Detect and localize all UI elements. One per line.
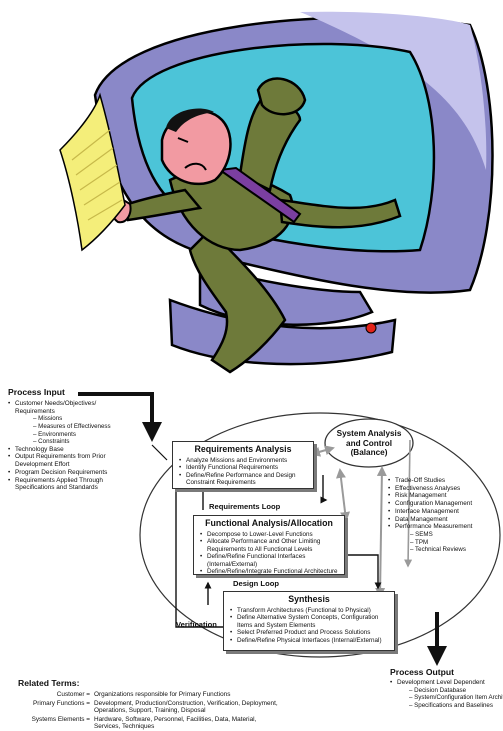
- process-input-list: Customer Needs/Objectives/ Requirements …: [8, 400, 148, 492]
- system-analysis-item: Risk Management: [388, 492, 472, 500]
- process-input-item: Requirements Applied Through Specificati…: [8, 477, 117, 492]
- functional-analysis-title: Functional Analysis/Allocation: [205, 518, 333, 528]
- process-output-subitem: – System/Configuration Item Architecture: [409, 694, 503, 702]
- process-output-subitem: – Decision Database: [409, 686, 467, 694]
- input-feed-arrow: [151, 444, 168, 461]
- paper-sheet: [59, 92, 126, 252]
- person-leg: [188, 228, 287, 374]
- req-loop-arrow-down: [320, 475, 328, 504]
- person-tie: [217, 166, 302, 224]
- process-input-subitem: – Environments: [33, 430, 76, 438]
- functional-analysis-item: Allocate Performance and Other Limiting …: [200, 538, 344, 553]
- input-arrow: [78, 392, 162, 442]
- process-input-subitem: – Measures of Effectiveness: [33, 423, 111, 430]
- functional-analysis-item: Define/Refine Functional Interfaces (Int…: [200, 553, 344, 568]
- system-analysis-item: Trade-Off Studies: [388, 477, 472, 485]
- process-output-subitem: – Specifications and Baselines: [409, 701, 493, 709]
- related-term: Customer =: [56, 691, 90, 698]
- monitor-highlight: [300, 11, 487, 171]
- requirements-analysis-item: Identify Functional Requirements: [179, 464, 313, 472]
- process-output-item: Development Level Dependent – Decision D…: [390, 679, 503, 709]
- person-hair: [166, 108, 214, 132]
- balance-arrow-req: [310, 445, 335, 457]
- related-term: Systems Elements =: [31, 715, 90, 723]
- synthesis-item: Transform Architectures (Functional to P…: [230, 607, 394, 615]
- person-fist: [256, 77, 307, 116]
- related-term-definition: Hardware, Software, Personnel, Facilitie…: [94, 715, 257, 731]
- monitor-person-illustration: [59, 11, 494, 374]
- person-eye: [177, 137, 189, 143]
- process-input-item: Output Requirements from Prior Developme…: [8, 453, 115, 468]
- process-input-section: Process Input Customer Needs/Objectives/…: [8, 387, 148, 492]
- person-mouth: [184, 162, 207, 171]
- system-analysis-subitem: – SEMS: [410, 530, 433, 538]
- system-analysis-ellipse: [324, 418, 414, 468]
- process-output-title: Process Output: [390, 667, 454, 677]
- system-analysis-item: Configuration Management: [388, 500, 472, 508]
- process-input-item: Technology Base: [8, 446, 148, 454]
- balance-arrow-synth: [375, 466, 387, 598]
- synthesis-item: Select Preferred Product and Process Sol…: [230, 629, 394, 637]
- requirements-analysis-title: Requirements Analysis: [194, 444, 292, 454]
- system-analysis-title: System Analysis and Control (Balance): [336, 429, 402, 457]
- synthesis-item: Define/Refine Physical Interfaces (Inter…: [230, 637, 394, 645]
- requirements-analysis-item: Analyze Missions and Environments: [179, 457, 313, 465]
- requirements-loop-label: Requirements Loop: [209, 502, 281, 511]
- process-input-item: Customer Needs/Objectives/ Requirements …: [8, 400, 115, 446]
- functional-analysis-item: Define/Refine/Integrate Functional Archi…: [200, 568, 344, 576]
- synthesis-title: Synthesis: [288, 594, 330, 604]
- paper-lines: [71, 129, 123, 221]
- system-analysis-subitem: – TPM: [410, 538, 429, 546]
- verification-label: Verification: [176, 620, 217, 629]
- design-loop-label: Design Loop: [233, 579, 279, 588]
- system-analysis-item: Effectiveness Analyses: [388, 485, 472, 493]
- functional-analysis-box: Functional Analysis/Allocation Decompose…: [193, 515, 345, 576]
- system-analysis-item: Interface Management: [388, 508, 472, 516]
- person-right-arm: [278, 198, 402, 229]
- synthesis-box: Synthesis Transform Architectures (Funct…: [223, 591, 395, 651]
- related-term-definition: Organizations responsible for Primary Fu…: [94, 691, 231, 698]
- requirements-analysis-box: Requirements Analysis Analyze Missions a…: [172, 441, 314, 489]
- system-analysis-item: Data Management: [388, 516, 472, 524]
- related-term-definition: Development, Production/Construction, Ve…: [94, 699, 278, 715]
- balance-arrow-func: [335, 468, 351, 522]
- process-input-subitem: – Constraints: [33, 438, 70, 446]
- related-terms-section: Related Terms: Customer = Organizations …: [18, 678, 308, 731]
- process-output-section: Process Output Development Level Depende…: [390, 667, 503, 709]
- related-terms-title: Related Terms:: [18, 678, 80, 688]
- system-analysis-subitem: – Technical Reviews: [410, 546, 466, 554]
- process-input-item: Program Decision Requirements: [8, 469, 148, 477]
- process-input-subitem: – Missions: [33, 415, 63, 423]
- system-analysis-items: Trade-Off Studies Effectiveness Analyses…: [388, 477, 472, 554]
- system-analysis-item: Performance Measurement: [388, 523, 472, 531]
- verification-arrow: [172, 464, 227, 628]
- process-input-title: Process Input: [8, 387, 65, 397]
- functional-analysis-item: Decompose to Lower-Level Functions: [200, 531, 344, 539]
- requirements-analysis-item: Define/Refine Performance and Design Con…: [179, 472, 313, 487]
- person-arm: [123, 188, 203, 222]
- power-led: [365, 322, 377, 334]
- design-loop-arrow-down: [343, 554, 382, 590]
- related-term: Primary Functions =: [32, 699, 90, 707]
- synthesis-item: Define Alternative System Concepts, Conf…: [230, 614, 394, 629]
